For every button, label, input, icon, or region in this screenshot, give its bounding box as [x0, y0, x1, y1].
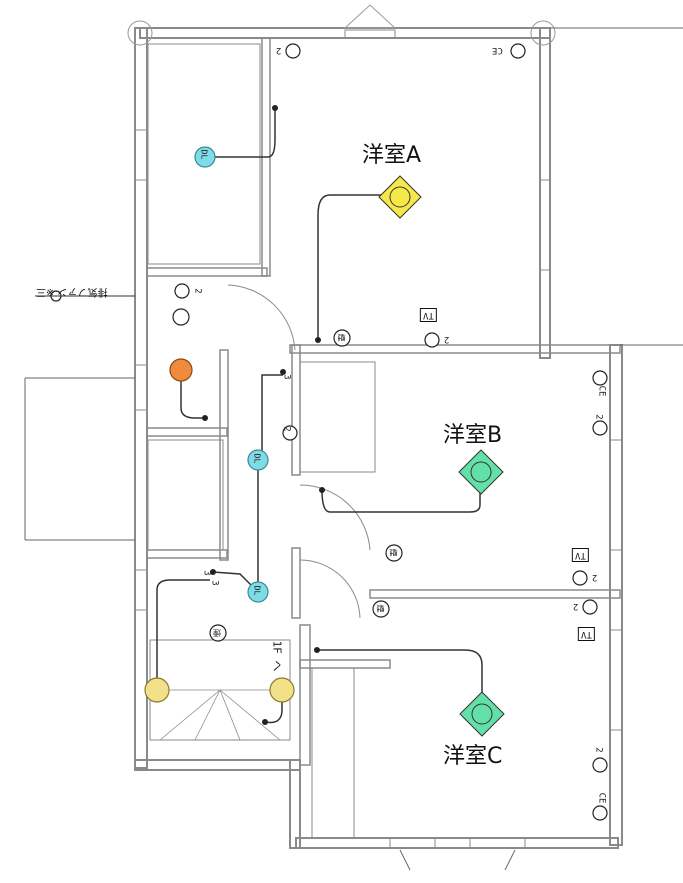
- room-label-a: 洋室A: [362, 143, 422, 168]
- corner-markers: [127, 4, 556, 46]
- outlet-count-room-a: 2: [276, 45, 282, 55]
- ce-label-room-b: CE: [596, 385, 607, 397]
- room-label-b: 洋室B: [443, 423, 503, 448]
- outlet-count-room-c: 2: [593, 747, 604, 753]
- switch-3way-stair-upper: 3: [201, 570, 212, 576]
- tv-outlet-room-a: TV: [420, 308, 437, 322]
- detector-label-b: 煙: [388, 548, 398, 557]
- outlet-count-hall: 2: [281, 426, 292, 432]
- ceiling-lights: [144, 175, 505, 737]
- downlights: [194, 146, 269, 603]
- stair-note: 1F へ: [270, 640, 284, 672]
- outlets: [172, 43, 608, 821]
- outlet-count-room-b-tv: 2: [592, 572, 598, 582]
- outlet-count-room-c-tv: 2: [573, 601, 579, 611]
- tv-outlet-room-c: TV: [578, 627, 595, 641]
- tv-outlet-room-b: TV: [572, 548, 589, 562]
- outlet-count-room-a-bottom: 2: [444, 334, 450, 344]
- detector-label-a: 煙: [336, 333, 346, 342]
- ce-label-room-c: CE: [596, 792, 607, 804]
- downlight-label-2: DL: [252, 453, 262, 464]
- detector-label-c: 煙: [375, 604, 385, 613]
- switch-3way-hall: 3: [281, 374, 292, 380]
- wire-dots: [202, 105, 325, 725]
- downlight-label-1: DL: [199, 149, 209, 160]
- detector-label-stair: 煙: [213, 628, 221, 637]
- room-label-c: 洋室C: [443, 744, 503, 769]
- outlet-count-room-b: 2: [593, 414, 604, 420]
- outside-lines: [24, 27, 683, 871]
- outlet-count-wc: 2: [192, 288, 203, 294]
- wiring: [156, 108, 483, 724]
- switch-3way-stair-lower: 3: [209, 580, 220, 586]
- detectors: [50, 290, 403, 642]
- exhaust-fan-note: 排気ファン ※三: [36, 286, 108, 297]
- ce-label-room-a: CE: [492, 45, 503, 55]
- downlight-label-3: DL: [252, 585, 262, 596]
